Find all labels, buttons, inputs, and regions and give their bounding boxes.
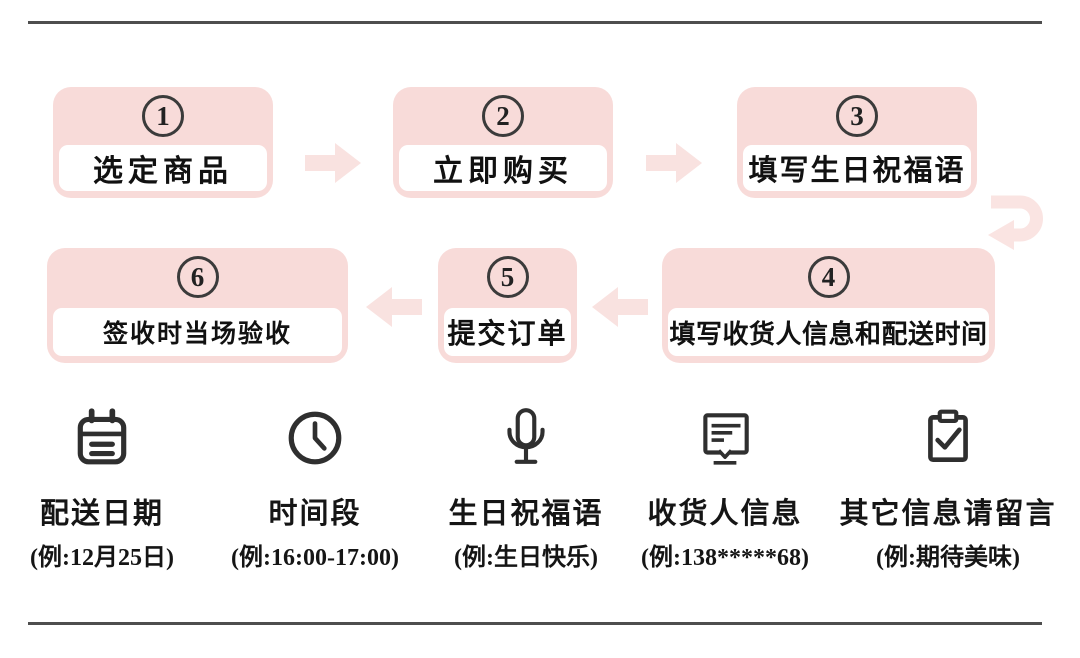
arrow-right-icon	[646, 143, 702, 183]
step-6-box: 6 签收时当场验收	[47, 248, 348, 363]
arrow-left-icon	[592, 287, 648, 327]
step-2-number-badge: 2	[482, 95, 524, 137]
step-5-box: 5 提交订单	[438, 248, 577, 363]
step-3-box: 3 填写生日祝福语	[737, 87, 977, 198]
calendar-icon	[71, 406, 133, 470]
arrow-right-icon	[305, 143, 361, 183]
step-4-box: 4 填写收货人信息和配送时间	[662, 248, 995, 363]
legend-item-time-slot: 时间段 (例:16:00-17:00)	[205, 406, 425, 572]
legend-label: 其它信息请留言	[839, 498, 1057, 530]
legend-example: (例:16:00-17:00)	[231, 545, 399, 571]
step-4-label: 填写收货人信息和配送时间	[668, 308, 989, 356]
legend-example: (例:生日快乐)	[454, 545, 598, 571]
clipboard-check-icon	[917, 406, 979, 470]
top-divider-line	[28, 21, 1042, 24]
legend-label: 生日祝福语	[448, 498, 604, 530]
microphone-icon	[495, 406, 557, 470]
legend-item-other-info: 其它信息请留言 (例:期待美味)	[838, 406, 1058, 572]
step-5-number-badge: 5	[486, 256, 529, 298]
legend-item-recipient-info: 收货人信息 (例:138*****68)	[615, 406, 835, 572]
step-4-number-badge: 4	[807, 256, 850, 298]
step-6-label: 签收时当场验收	[53, 308, 342, 356]
step-1-label: 选定商品	[59, 145, 267, 191]
arrow-left-icon	[366, 287, 422, 327]
legend-item-delivery-date: 配送日期 (例:12月25日)	[0, 406, 212, 572]
legend-label: 配送日期	[39, 498, 164, 530]
bottom-divider-line	[28, 622, 1042, 625]
legend-example: (例:12月25日)	[30, 545, 174, 571]
legend-label: 收货人信息	[647, 498, 803, 530]
step-2-box: 2 立即购买	[393, 87, 613, 198]
step-2-label: 立即购买	[399, 145, 607, 191]
u-turn-arrow-icon	[988, 195, 1043, 250]
step-1-number-badge: 1	[142, 95, 184, 137]
legend-example: (例:期待美味)	[876, 545, 1020, 571]
step-1-box: 1 选定商品	[53, 87, 273, 198]
legend-label: 时间段	[268, 498, 362, 530]
message-board-icon	[694, 406, 756, 470]
step-5-label: 提交订单	[444, 308, 571, 356]
step-3-label: 填写生日祝福语	[743, 145, 971, 191]
clock-icon	[284, 406, 346, 470]
step-3-number-badge: 3	[836, 95, 878, 137]
legend-item-birthday-greeting: 生日祝福语 (例:生日快乐)	[416, 406, 636, 572]
legend-example: (例:138*****68)	[641, 545, 809, 571]
step-6-number-badge: 6	[176, 256, 219, 298]
